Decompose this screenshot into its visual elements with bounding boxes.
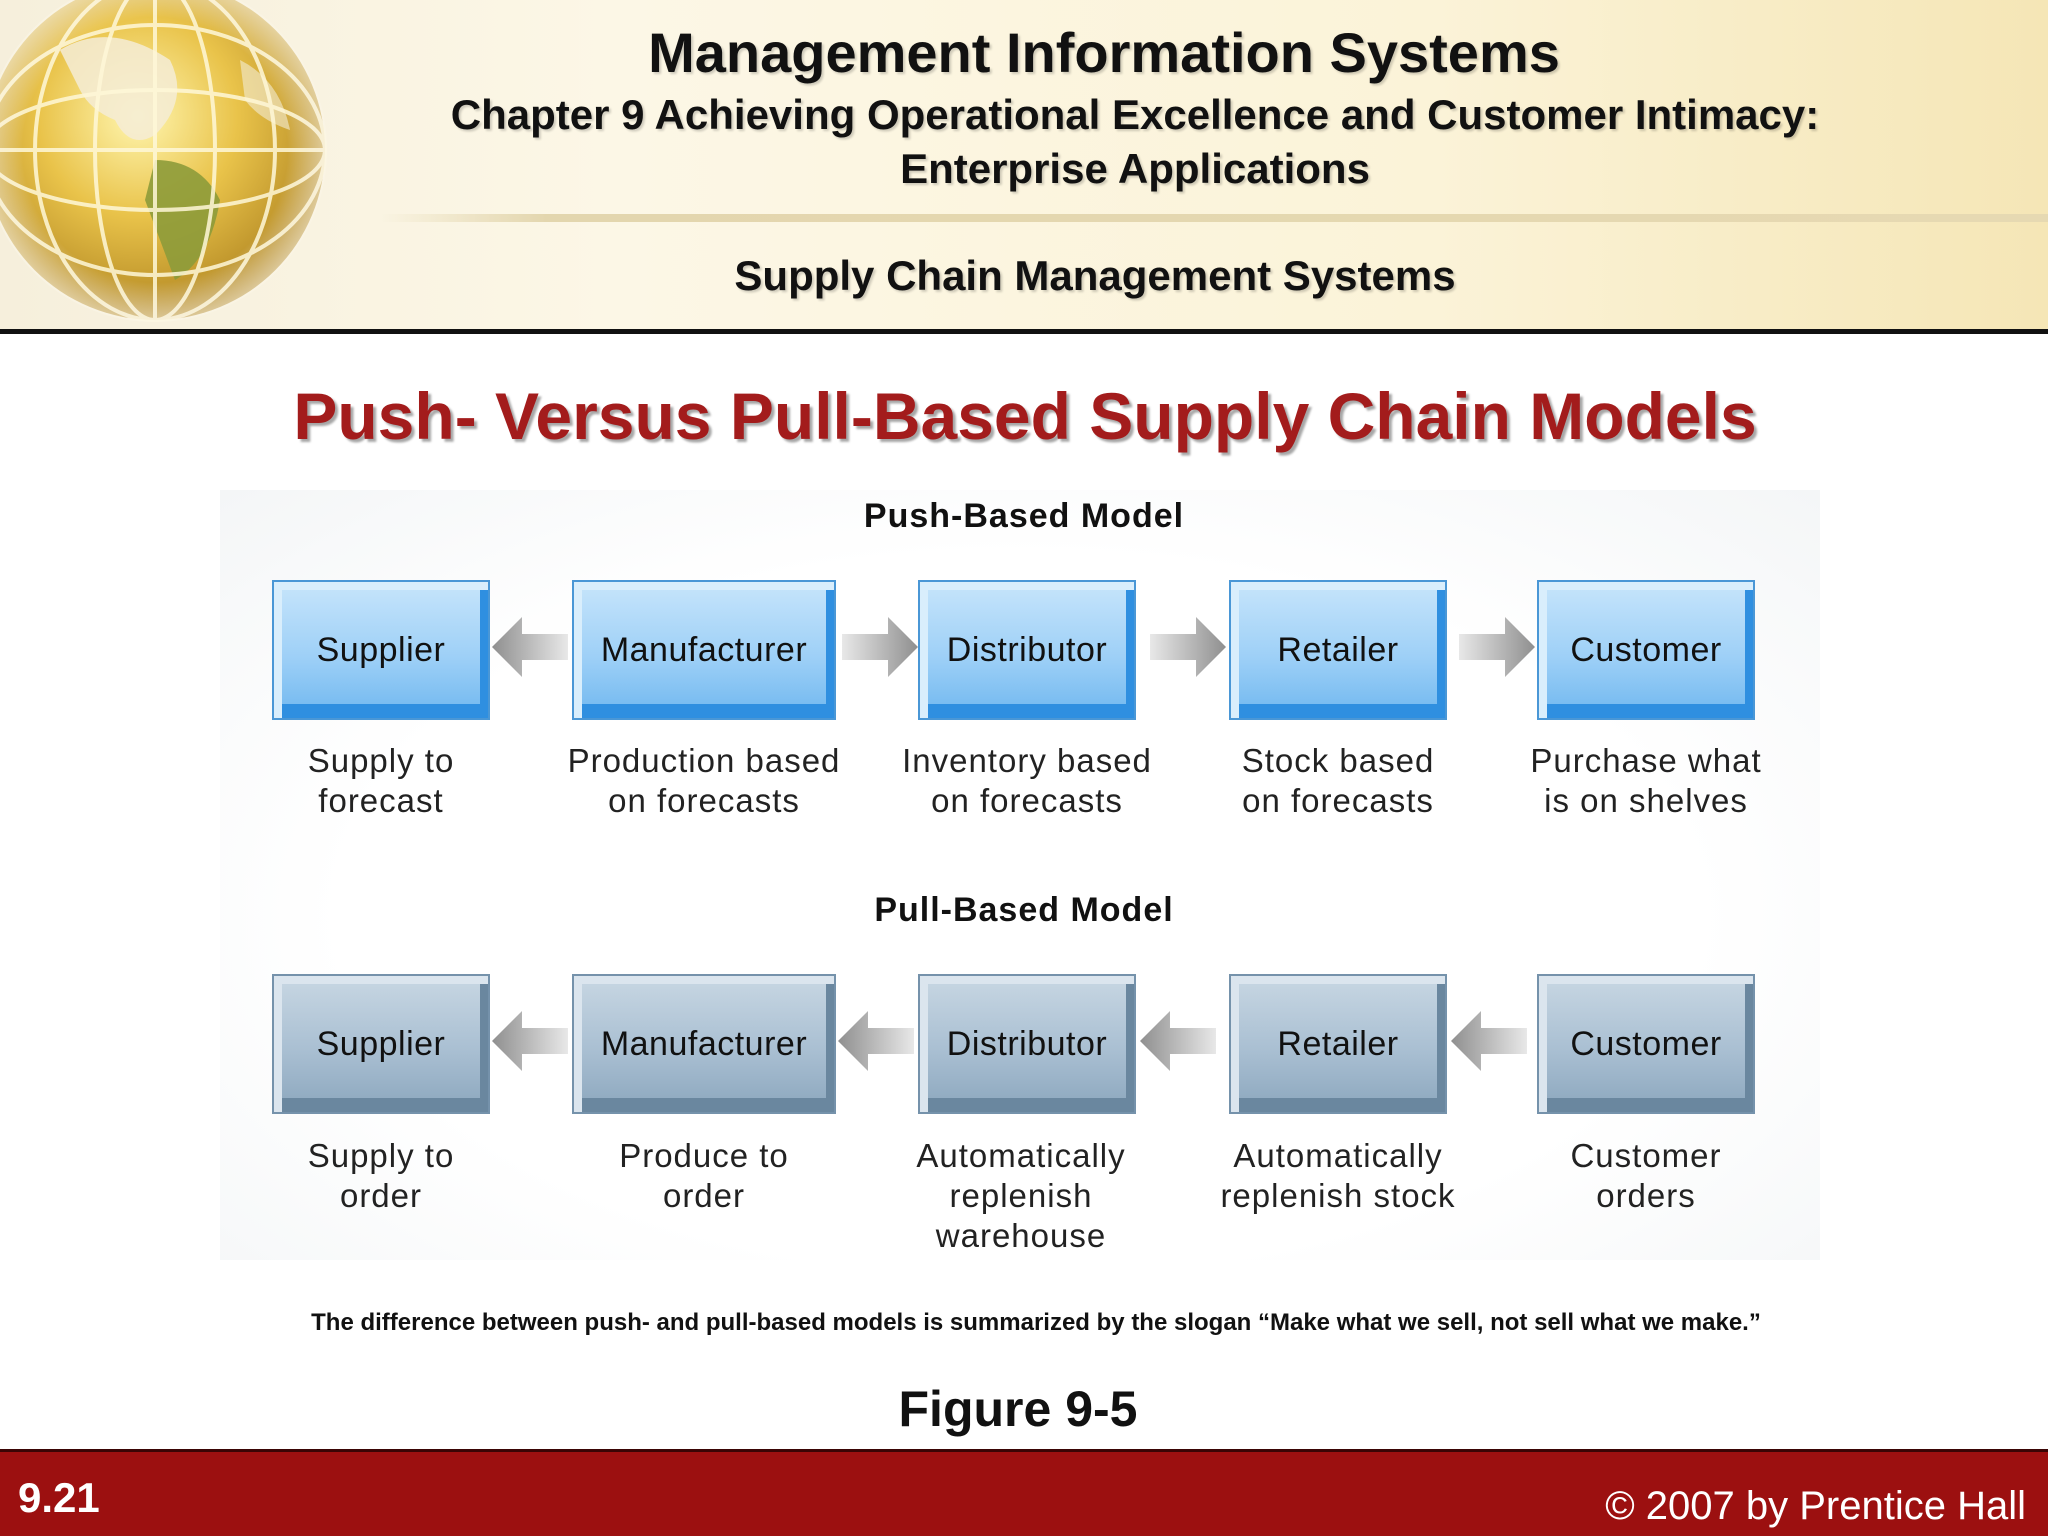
caption-line: replenish stock: [1220, 1177, 1456, 1214]
push-retailer-box: Retailer: [1229, 580, 1447, 720]
pull-retailer-box: Retailer: [1229, 974, 1447, 1114]
arrow-left-icon: [1451, 1011, 1527, 1071]
arrow-right-icon: [1459, 617, 1535, 677]
caption-line: Inventory based: [902, 742, 1152, 779]
push-distributor-caption: Inventory based on forecasts: [877, 741, 1177, 821]
push-customer-box: Customer: [1537, 580, 1755, 720]
pull-manufacturer-box: Manufacturer: [572, 974, 836, 1114]
caption-line: orders: [1596, 1177, 1696, 1214]
caption-line: on forecasts: [608, 782, 800, 819]
caption-line: Production based: [567, 742, 841, 779]
arrow-left-icon: [492, 1011, 568, 1071]
push-manufacturer-box: Manufacturer: [572, 580, 836, 720]
caption-line: forecast: [318, 782, 444, 819]
caption-line: Purchase what: [1530, 742, 1762, 779]
caption-line: Stock based: [1241, 742, 1435, 779]
caption-line: Supply to: [307, 742, 455, 779]
pull-retailer-caption: Automatically replenish stock: [1188, 1136, 1488, 1216]
pull-distributor-box: Distributor: [918, 974, 1136, 1114]
push-distributor-box: Distributor: [918, 580, 1136, 720]
pull-manufacturer-caption: Produce to order: [554, 1136, 854, 1216]
caption-line: Supply to: [307, 1137, 455, 1174]
pull-model-title: Pull-Based Model: [874, 891, 1174, 929]
chapter-title-line-2: Enterprise Applications: [900, 145, 1370, 192]
push-supplier-box: Supplier: [272, 580, 490, 720]
pull-customer-caption: Customer orders: [1496, 1136, 1796, 1216]
push-manufacturer-caption: Production based on forecasts: [554, 741, 854, 821]
arrow-right-icon: [1150, 617, 1226, 677]
slogan-footnote: The difference between push- and pull-ba…: [311, 1309, 1761, 1336]
push-model-title: Push-Based Model: [863, 497, 1185, 535]
slide-title: Push- Versus Pull-Based Supply Chain Mod…: [293, 379, 1757, 453]
pull-customer-box: Customer: [1537, 974, 1755, 1114]
section-title: Supply Chain Management Systems: [734, 252, 1456, 299]
caption-line: Produce to: [619, 1137, 789, 1174]
copyright-notice: © 2007 by Prentice Hall: [1605, 1484, 2026, 1528]
pull-distributor-caption: Automatically replenish warehouse: [871, 1136, 1171, 1256]
arrow-right-icon: [842, 617, 918, 677]
figure-label: Figure 9-5: [898, 1381, 1138, 1437]
slide-number: 9.21: [18, 1474, 100, 1521]
caption-line: order: [662, 1177, 746, 1214]
push-retailer-caption: Stock based on forecasts: [1188, 741, 1488, 821]
caption-line: Automatically: [1233, 1137, 1443, 1174]
caption-line: is on shelves: [1544, 782, 1748, 819]
globe-icon: [0, 0, 327, 322]
caption-line: order: [339, 1177, 423, 1214]
push-customer-caption: Purchase what is on shelves: [1496, 741, 1796, 821]
caption-line: on forecasts: [931, 782, 1123, 819]
caption-line: warehouse: [935, 1217, 1107, 1254]
chapter-title-line-1: Chapter 9 Achieving Operational Excellen…: [450, 91, 1820, 138]
caption-line: Customer: [1570, 1137, 1722, 1174]
caption-line: replenish: [949, 1177, 1093, 1214]
course-title: Management Information Systems: [648, 21, 1560, 84]
pull-supplier-caption: Supply to order: [231, 1136, 531, 1216]
pull-supplier-box: Supplier: [272, 974, 490, 1114]
arrow-left-icon: [1140, 1011, 1216, 1071]
caption-line: on forecasts: [1242, 782, 1434, 819]
chapter-title: Chapter 9 Achieving Operational Excellen…: [340, 88, 1930, 196]
header-rule: [380, 214, 2048, 222]
push-supplier-caption: Supply to forecast: [231, 741, 531, 821]
slide-header: Management Information Systems Chapter 9…: [0, 0, 2048, 334]
slide-footer: 9.21 © 2007 by Prentice Hall: [0, 1449, 2048, 1536]
caption-line: Automatically: [916, 1137, 1126, 1174]
arrow-left-icon: [492, 617, 568, 677]
arrow-left-icon: [838, 1011, 914, 1071]
